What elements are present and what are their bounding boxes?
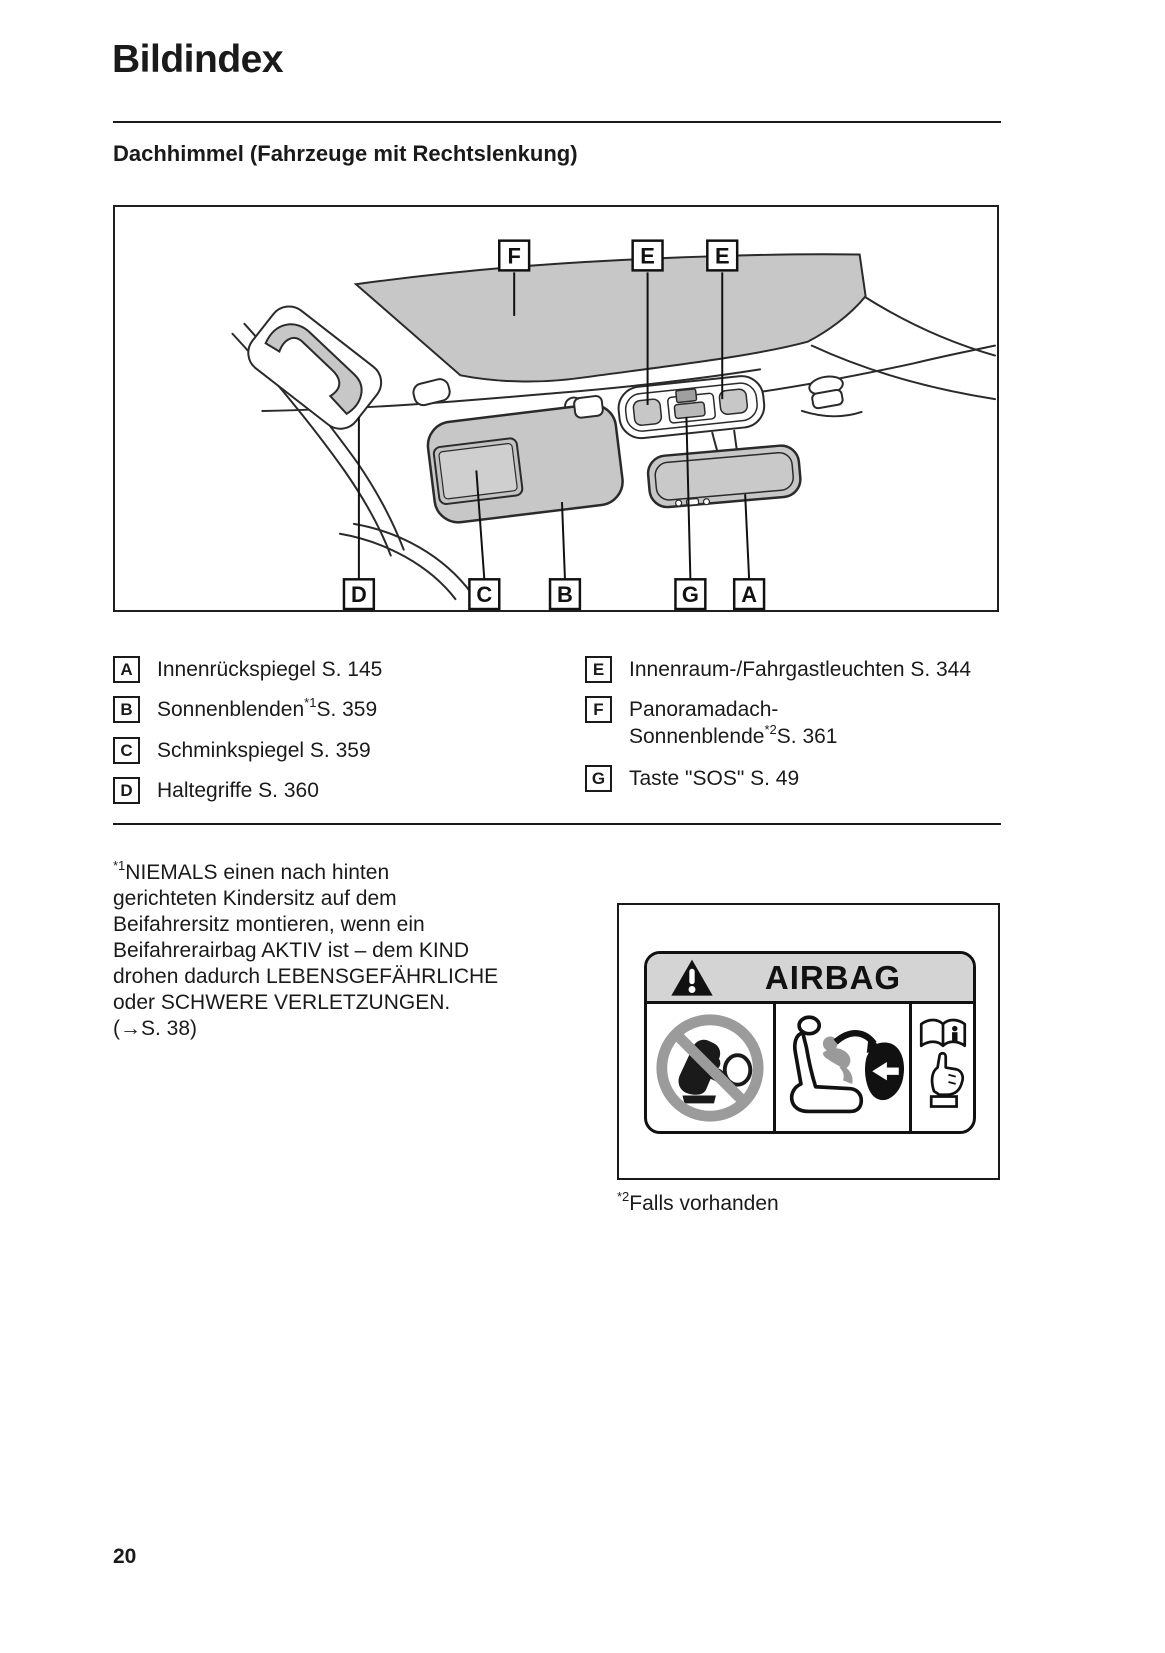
legend-text-f: Panoramadach-Sonnenblende*2S. 361 [629, 698, 838, 748]
interior-lamp-left [632, 398, 663, 426]
legend-text-c: Schminkspiegel S. 359 [157, 739, 371, 762]
legend-letter-e: E [585, 656, 612, 683]
rearview-mirror [646, 444, 802, 509]
coat-hook [808, 375, 844, 410]
footnote-line: drohen dadurch LEBENSGEFÄHRLICHE [113, 965, 499, 988]
airbag-label-header: AIRBAG [647, 954, 973, 1004]
legend-item-a: A Innenrückspiegel S. 145 [113, 656, 382, 683]
headliner-illustration: F E E D C [231, 239, 997, 610]
warning-triangle-icon [671, 959, 713, 996]
airbag-warning-label: AIRBAG [644, 951, 976, 1134]
legend-text-a: Innenrückspiegel S. 145 [157, 658, 383, 681]
footnote-line: Beifahrerairbag AKTIV ist – dem KIND [113, 939, 469, 962]
section-heading: Dachhimmel (Fahrzeuge mit Rechtslenkung) [113, 141, 578, 166]
legend-letter-c: C [113, 737, 140, 764]
svg-text:E: E [715, 243, 730, 268]
page-title: Bildindex [112, 38, 284, 81]
roof-clip [412, 378, 451, 407]
callout-a: A [732, 578, 766, 610]
legend-text-d: Haltegriffe S. 360 [157, 779, 319, 802]
airbag-label-figure: AIRBAG [617, 903, 1000, 1180]
airbag-label-pictograms [647, 1004, 973, 1131]
callout-b: B [548, 578, 582, 610]
overhead-console [617, 375, 766, 440]
legend-text-e: Innenraum-/Fahrgastleuchten S. 344 [629, 658, 972, 681]
svg-text:B: B [557, 582, 573, 607]
divider-top [113, 121, 1001, 123]
svg-text:G: G [682, 582, 699, 607]
callout-c: C [468, 578, 501, 610]
callout-f: F [498, 239, 531, 272]
legend-letter-a: A [113, 656, 140, 683]
divider-legend-bottom [113, 823, 1001, 825]
callout-lines [357, 272, 751, 580]
legend-text-g: Taste "SOS" S. 49 [629, 767, 800, 790]
footnote-line: *1NIEMALS einen nach hinten [113, 858, 390, 884]
sos-button [673, 401, 706, 420]
footnote-line: gerichteten Kindersitz auf dem [113, 887, 397, 910]
footnote-line: oder SCHWERE VERLETZUNGEN. [113, 991, 451, 1014]
legend-item-d: D Haltegriffe S. 360 [113, 777, 319, 804]
headliner-diagram: F E E D C [113, 205, 999, 612]
callout-d: D [342, 578, 376, 610]
legend-item-g: G Taste "SOS" S. 49 [585, 765, 799, 792]
callout-g: G [674, 578, 707, 610]
svg-text:D: D [351, 582, 367, 607]
legend-item-c: C Schminkspiegel S. 359 [113, 737, 371, 764]
legend-item-b: B Sonnenblenden*1S. 359 [113, 696, 377, 723]
panorama-sunshade-shape [353, 253, 867, 383]
grab-handle [247, 305, 383, 430]
read-manual-icon [912, 1004, 973, 1131]
no-rear-facing-child-seat-icon [647, 1004, 776, 1131]
callout-e-left: E [631, 239, 664, 272]
footnote-line: Beifahrersitz montieren, wenn ein [113, 913, 425, 936]
footnote-line: (→S. 38) [113, 1017, 198, 1040]
page-number: 20 [113, 1545, 137, 1568]
svg-text:C: C [476, 582, 492, 607]
svg-text:E: E [640, 243, 655, 268]
legend-text-b: Sonnenblenden*1S. 359 [157, 695, 378, 721]
airbag-deployment-icon [776, 1004, 912, 1131]
legend-letter-g: G [585, 765, 612, 792]
legend-letter-d: D [113, 777, 140, 804]
footnote-child-seat-warning: *1NIEMALS einen nach hinten gerichteten … [113, 858, 613, 1042]
sun-visor [426, 395, 624, 524]
callout-e-right: E [706, 239, 739, 272]
footnote-falls-vorhanden: *2Falls vorhanden [617, 1189, 779, 1215]
legend-letter-f: F [585, 696, 612, 723]
svg-text:A: A [741, 582, 757, 607]
interior-lamp-right [718, 388, 749, 416]
svg-text:F: F [507, 243, 520, 268]
airbag-label-title: AIRBAG [764, 958, 902, 996]
visor-clip [573, 395, 604, 419]
legend-item-e: E Innenraum-/Fahrgastleuchten S. 344 [585, 656, 971, 683]
legend-letter-b: B [113, 696, 140, 723]
legend-item-f: F Panoramadach-Sonnenblende*2S. 361 [585, 696, 837, 750]
